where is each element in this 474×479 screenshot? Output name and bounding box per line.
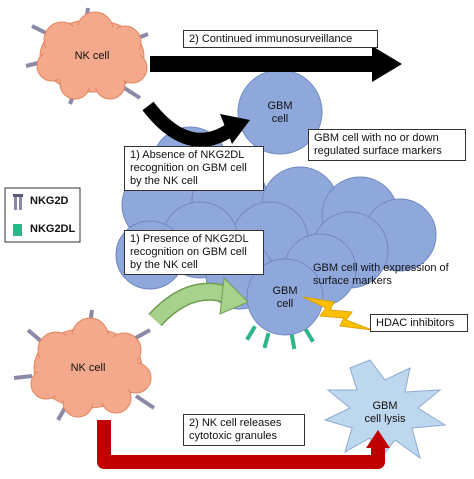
releases-granules-box: 2) NK cell releases cytotoxic granules	[183, 414, 305, 446]
gbm-cell-mid	[246, 258, 324, 336]
nkg2d-legend-label: NKG2D	[30, 195, 69, 207]
nkg2dl-legend-icon	[13, 224, 22, 236]
expression-text: GBM cell with expression of surface mark…	[313, 262, 449, 287]
hdac-inhibitors-box: HDAC inhibitors	[370, 314, 468, 332]
nk-cell-top	[36, 11, 148, 100]
gbm-lysis-label: GBM cell lysis	[364, 400, 406, 425]
nkg2d-legend-icon	[13, 194, 23, 210]
no-markers-box: GBM cell with no or down regulated surfa…	[308, 129, 466, 161]
gbm-cell-top-label: GBM cell	[267, 100, 293, 125]
continued-immunosurveillance-box: 2) Continued immunosurveillance	[183, 30, 378, 48]
nkg2dl-legend-label: NKG2DL	[30, 223, 76, 235]
releases-arrow	[97, 420, 390, 469]
presence-curved-arrow	[148, 276, 249, 327]
ligand-markers	[245, 325, 315, 350]
nk-cell-top-label: NK cell	[74, 50, 110, 62]
absence-curved-arrow	[142, 101, 250, 147]
continued-arrow	[150, 46, 402, 82]
presence-recognition-box: 1) Presence of NKG2DL recognition on GBM…	[124, 230, 264, 275]
nk-cell-bottom-label: NK cell	[70, 362, 106, 374]
gbm-cell-mid-label: GBM cell	[272, 285, 298, 310]
gbm-lysis-star	[323, 359, 447, 464]
absence-recognition-box: 1) Absence of NKG2DL recognition on GBM …	[124, 146, 264, 191]
nk-cell-bottom	[30, 317, 152, 418]
legend	[4, 187, 81, 243]
